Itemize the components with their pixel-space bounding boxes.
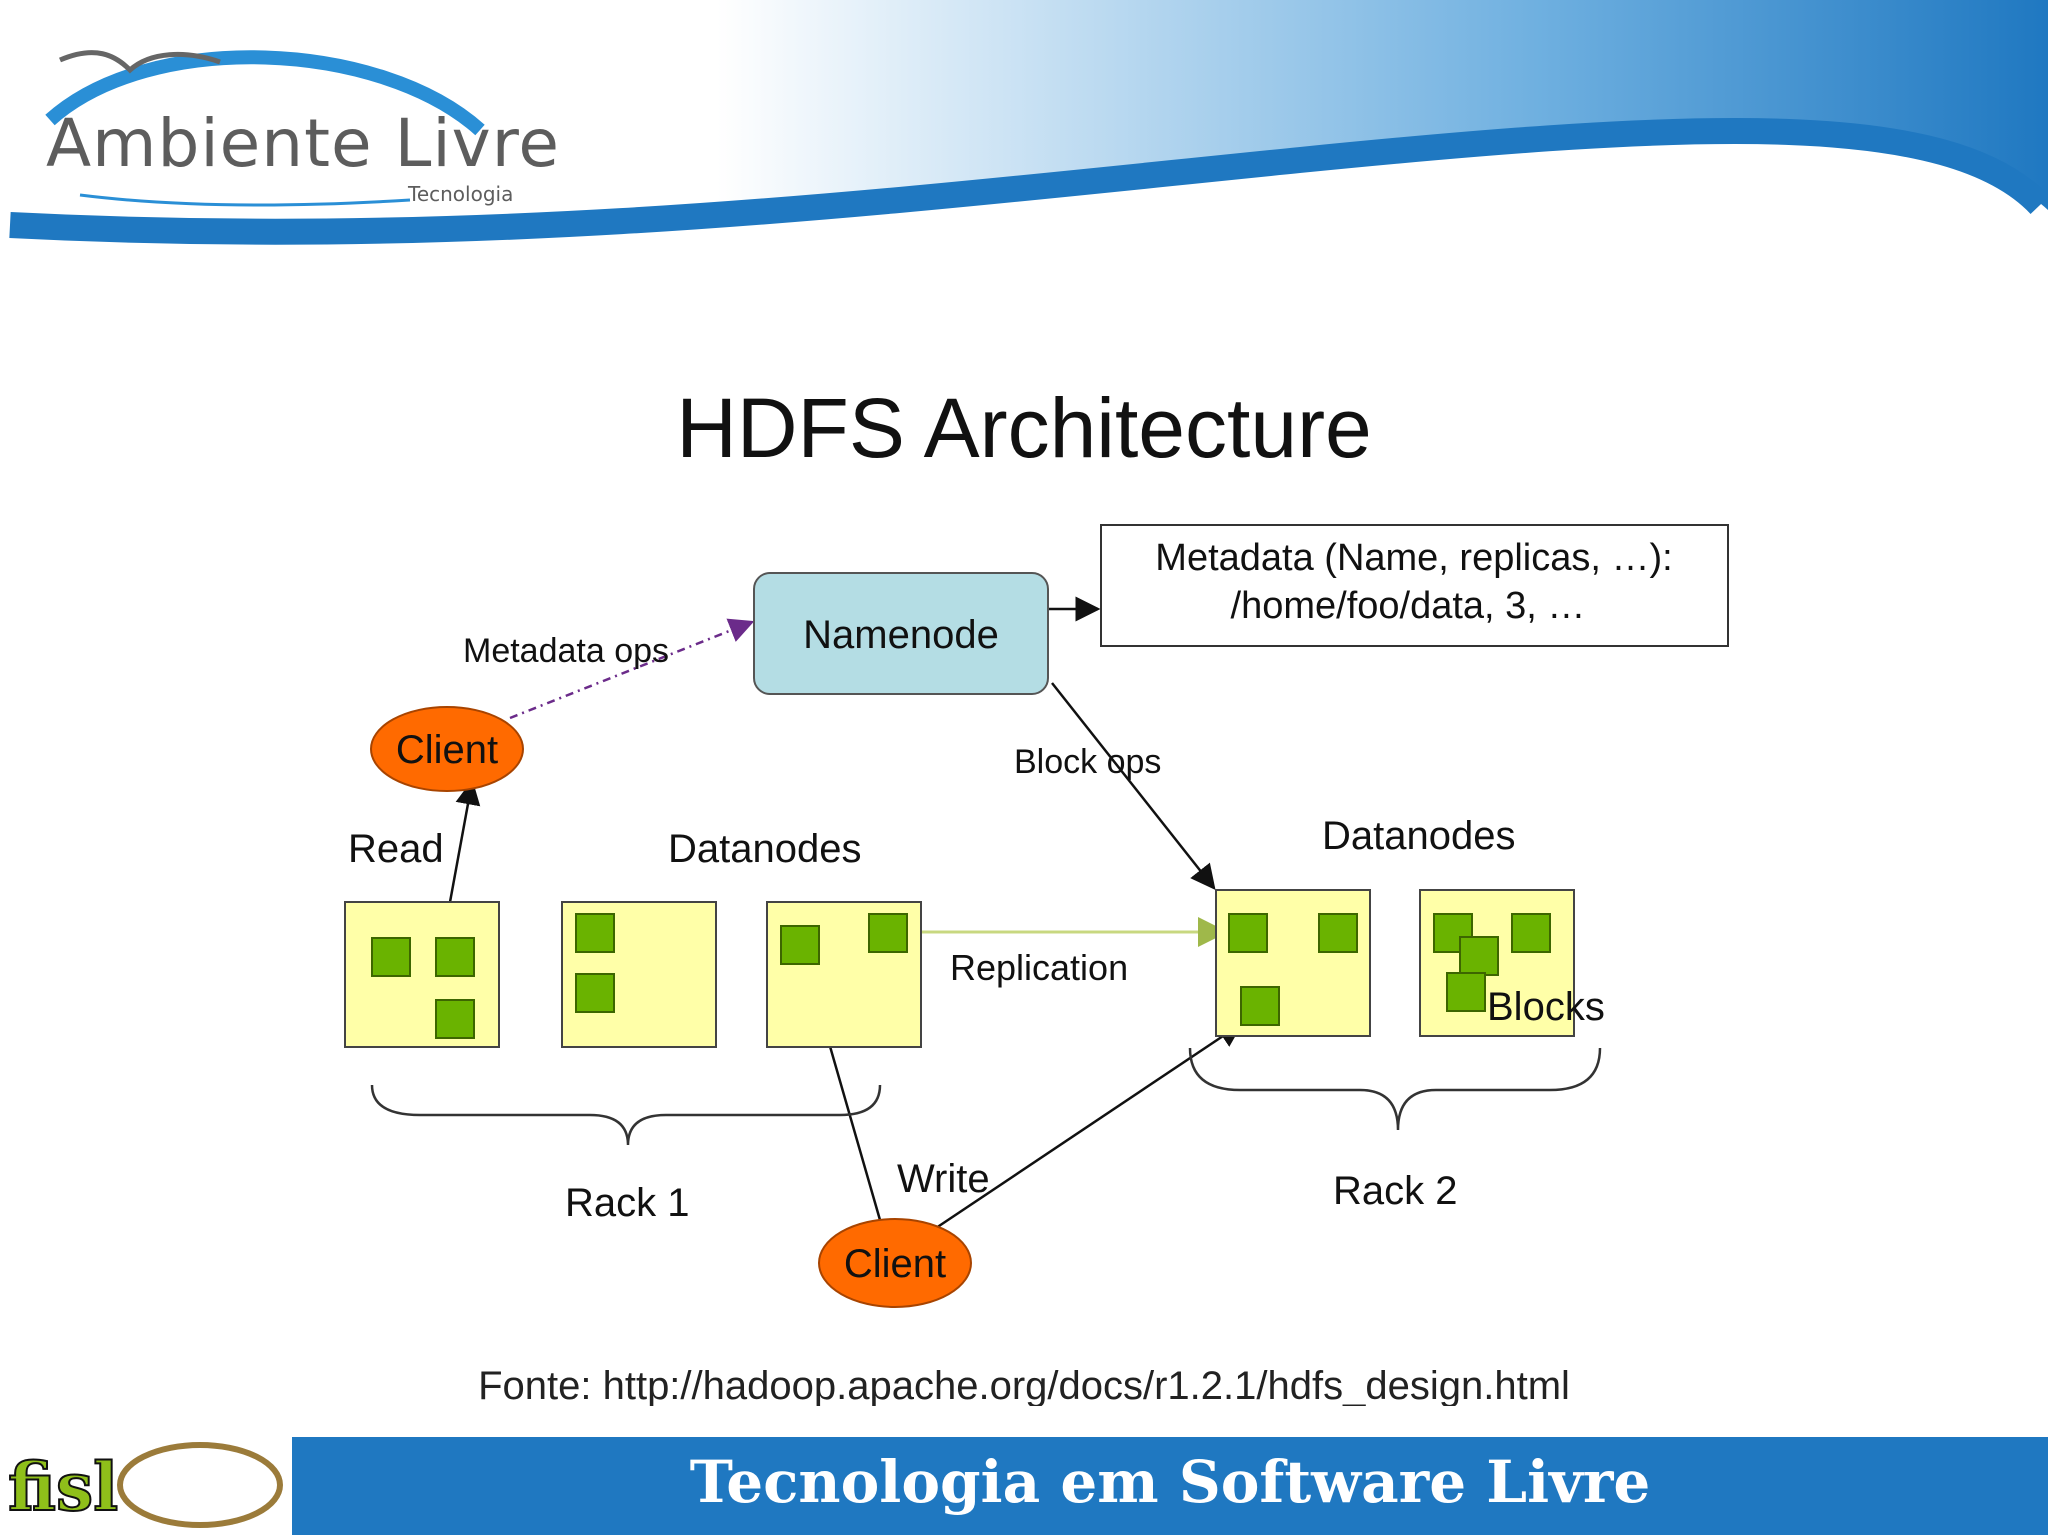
read-label: Read (348, 827, 444, 871)
brand-subtitle: Tecnologia (408, 182, 514, 206)
block (1240, 986, 1280, 1026)
slide-title: HDFS Architecture (676, 381, 1372, 475)
block (1318, 913, 1358, 953)
block (1446, 972, 1486, 1012)
read-arrow (446, 779, 481, 914)
client-top-node (370, 706, 524, 792)
footer-bar: fisl (0, 1437, 2048, 1535)
block (575, 913, 615, 953)
metadata-box (1100, 524, 1729, 647)
datanode-r1-1 (344, 901, 500, 1048)
block (1511, 913, 1551, 953)
replication-label: Replication (950, 947, 1128, 988)
client-bottom-label: Client (844, 1242, 946, 1286)
datanodes-left-label: Datanodes (668, 827, 861, 871)
block (435, 999, 475, 1039)
block-ops-arrow (1051, 682, 1216, 890)
namenode-label: Namenode (803, 613, 999, 657)
footer-tagline: Tecnologia em Software Livre (689, 1448, 1651, 1516)
block (868, 913, 908, 953)
client-top-label: Client (396, 728, 498, 772)
client-bottom-node (818, 1218, 972, 1308)
datanode-r2-1 (1215, 889, 1371, 1037)
metadata-line-2: /home/foo/data, 3, … (1231, 585, 1586, 627)
datanodes-right-label: Datanodes (1322, 814, 1515, 858)
rack-2-brace (1188, 1047, 1602, 1131)
block (780, 925, 820, 965)
rack-2-label: Rack 2 (1333, 1169, 1458, 1213)
block (575, 973, 615, 1013)
metadata-line-1: Metadata (Name, replicas, …): (1155, 537, 1672, 579)
logo-bird-icon (59, 50, 221, 74)
namenode-box (753, 572, 1049, 695)
write-label: Write (897, 1157, 990, 1201)
rack-1-brace (370, 1084, 882, 1146)
blocks-label: Blocks (1487, 985, 1605, 1029)
metadata-ops-label: Metadata ops (463, 632, 669, 670)
block (371, 937, 411, 977)
brand-name: Ambiente Livre (46, 105, 561, 182)
block (1228, 913, 1268, 953)
block (435, 937, 475, 977)
header-banner (0, 0, 2048, 245)
fisl-logo-icon: fisl (7, 1442, 283, 1528)
block (1459, 936, 1499, 976)
source-citation: Fonte: http://hadoop.apache.org/docs/r1.… (478, 1366, 1570, 1406)
logo-swoosh (45, 50, 485, 136)
fisl-logo-text: fisl (8, 1448, 118, 1526)
rack-1-label: Rack 1 (565, 1181, 690, 1225)
block-ops-label: Block ops (1014, 743, 1161, 781)
metadata-ops-arrow (509, 618, 755, 720)
